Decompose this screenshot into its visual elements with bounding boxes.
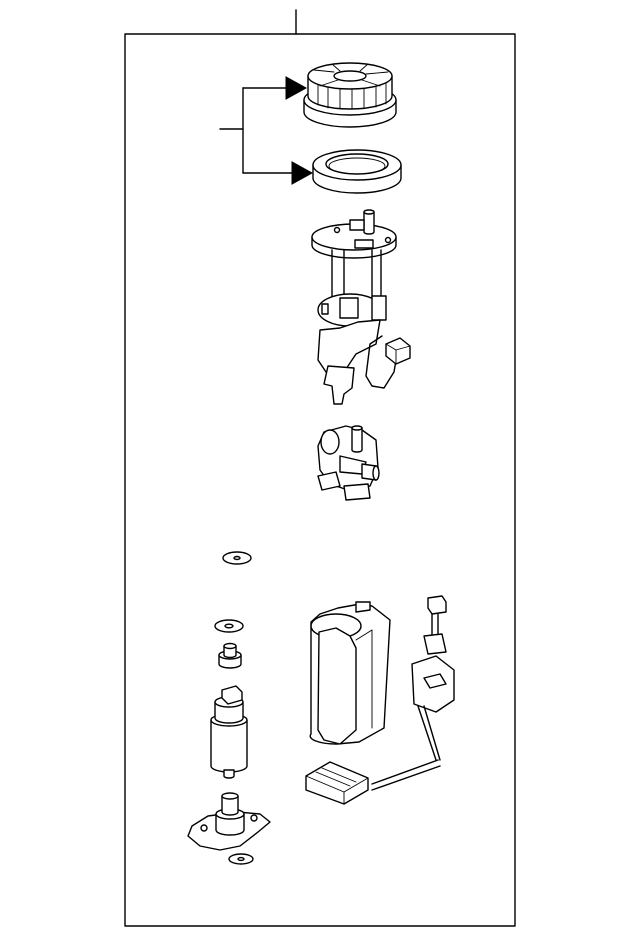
lock-ring-cap [304, 63, 396, 127]
o-ring [215, 620, 243, 632]
fuel-pump [211, 686, 247, 778]
callout-bracket [220, 77, 312, 184]
tank-gasket [313, 150, 401, 193]
washer-upper [223, 552, 251, 564]
assembly-frame [125, 34, 515, 926]
arrow-head-gasket [292, 162, 312, 184]
pump-module-assembly [312, 210, 410, 404]
fuel-level-sensor [306, 596, 454, 804]
fuel-strainer [188, 793, 270, 864]
pump-cushion [219, 644, 241, 669]
fuel-reservoir-cup [310, 602, 390, 744]
arrow-head-cap [286, 77, 306, 99]
pressure-regulator [318, 426, 379, 500]
